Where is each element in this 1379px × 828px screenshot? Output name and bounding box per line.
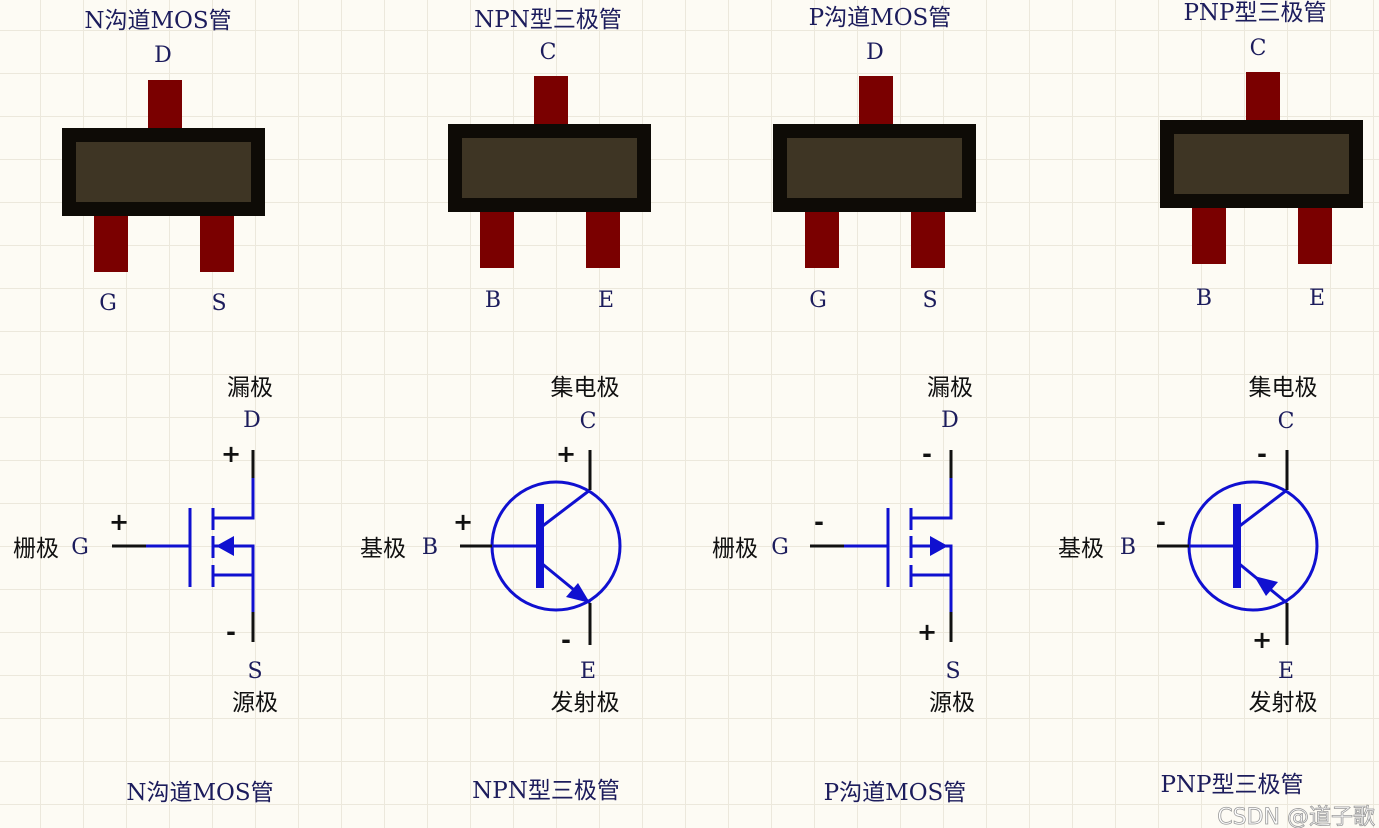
p-mos-labels: - - + 漏极 D 栅极 G S 源极	[712, 375, 975, 716]
label: 漏极	[227, 375, 273, 401]
label: 集电极	[551, 375, 620, 401]
caption: N沟道MOS管	[126, 780, 273, 806]
label: G	[771, 535, 789, 560]
arrow-icon	[566, 583, 590, 603]
label: 源极	[232, 690, 278, 716]
package-npn: NPN型三极管 C B E	[455, 7, 644, 313]
label: -	[814, 508, 824, 536]
label: S	[247, 659, 262, 684]
label: B	[1120, 535, 1136, 560]
pin-label: S	[211, 291, 226, 316]
label: 栅极	[13, 536, 59, 562]
n-mos-symbol	[112, 450, 255, 642]
caption: P沟道MOS管	[824, 780, 967, 806]
label: 发射极	[1249, 690, 1318, 716]
label: +	[221, 440, 241, 468]
package-title: NPN型三极管	[474, 7, 622, 33]
package-n-mos: N沟道MOS管 D G S	[69, 8, 258, 316]
pin-label: C	[1250, 36, 1267, 61]
label: -	[1156, 508, 1166, 536]
label: D	[243, 408, 261, 433]
package-title: N沟道MOS管	[84, 8, 231, 34]
label: +	[917, 618, 937, 646]
arrow-icon	[216, 536, 234, 556]
pin-label: B	[485, 288, 501, 313]
label: 漏极	[927, 375, 973, 401]
label: 基极	[1058, 536, 1104, 562]
label: -	[922, 440, 932, 468]
pin-label: D	[154, 43, 172, 68]
label: 基极	[360, 536, 406, 562]
label: +	[1252, 626, 1272, 654]
label: -	[226, 618, 236, 646]
label: -	[1257, 440, 1267, 468]
label: 栅极	[712, 536, 758, 562]
pnp-labels: - - + 集电极 C 基极 B E 发射极	[1058, 375, 1318, 716]
pin-label: G	[809, 288, 827, 313]
label: E	[580, 659, 596, 684]
label: E	[1278, 659, 1294, 684]
package-p-mos: P沟道MOS管 D G S	[780, 5, 969, 313]
caption: NPN型三极管	[472, 778, 620, 804]
label: D	[941, 408, 959, 433]
label: C	[1278, 409, 1295, 434]
pnp-symbol	[1157, 450, 1319, 645]
label: 源极	[929, 690, 975, 716]
label: +	[109, 508, 129, 536]
pin-label: B	[1196, 286, 1212, 311]
pin-label: E	[1309, 286, 1325, 311]
pin-label: G	[99, 291, 117, 316]
pin-label: C	[540, 40, 557, 65]
label: S	[945, 659, 960, 684]
label: C	[580, 409, 597, 434]
pin-label: E	[598, 288, 614, 313]
arrow-icon	[930, 536, 948, 556]
npn-labels: + + - 集电极 C 基极 B E 发射极	[360, 375, 620, 716]
label: -	[561, 626, 571, 654]
package-title: P沟道MOS管	[809, 5, 952, 31]
label: +	[453, 508, 473, 536]
pin-label: D	[866, 40, 884, 65]
label: 发射极	[551, 690, 620, 716]
arrow-icon	[1254, 576, 1278, 596]
label: 集电极	[1249, 375, 1318, 401]
label: B	[422, 535, 438, 560]
n-mos-labels: + + - 漏极 D 栅极 G S 源极	[13, 375, 278, 716]
p-mos-symbol	[810, 450, 953, 642]
label: G	[71, 535, 89, 560]
package-title: PNP型三极管	[1183, 0, 1326, 26]
package-pnp: PNP型三极管 C B E	[1167, 0, 1356, 311]
pin-label: S	[922, 288, 937, 313]
watermark: CSDN @道子歌	[1217, 805, 1375, 828]
caption: PNP型三极管	[1160, 772, 1303, 798]
label: +	[556, 440, 576, 468]
npn-symbol	[460, 450, 622, 645]
